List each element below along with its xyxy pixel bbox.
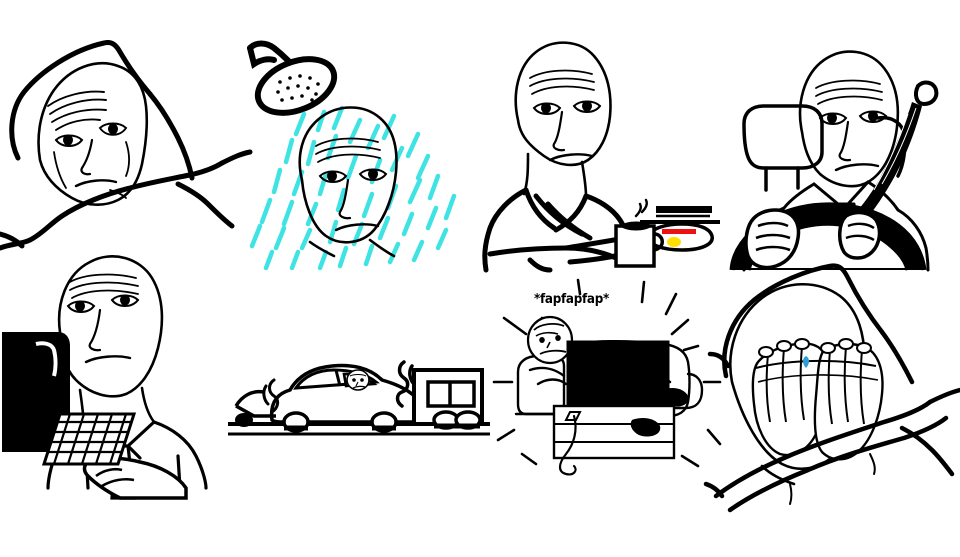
- wojak-nose: [552, 110, 566, 152]
- tear-drop: [803, 356, 809, 368]
- wojak-nose: [88, 308, 102, 352]
- keyboard-keys: [49, 413, 132, 465]
- wojak-mouth: [548, 153, 594, 162]
- exhaust-smoke: [395, 360, 416, 408]
- wojak-head-outline: [298, 106, 398, 258]
- sfx-text: *fapfapfap*: [534, 292, 609, 307]
- wojak-nose: [338, 178, 352, 220]
- steam-lines: [634, 198, 648, 218]
- bacon-strip: [662, 229, 696, 234]
- truck: [412, 368, 484, 430]
- panel-masturbating-on-couch: *fapfapfap*: [492, 278, 722, 476]
- pillow-outline: [9, 40, 195, 181]
- right-hand-on-wheel: [838, 210, 882, 260]
- person-head: [526, 315, 574, 365]
- wojak-head-outline: [514, 41, 612, 198]
- wojak-cheek-lines: [53, 141, 130, 199]
- hands-over-face: [751, 338, 884, 461]
- wojak-head-outline: [37, 61, 149, 206]
- water-droplets: [249, 105, 457, 271]
- car-ahead: [234, 389, 276, 427]
- panel-working-at-computer: [0, 248, 250, 500]
- panel-eating-breakfast: [470, 22, 720, 273]
- wojak-nose: [838, 120, 852, 162]
- pillow-outline: [707, 263, 915, 385]
- front-car-smoke: [262, 378, 280, 414]
- seatbelt: [846, 80, 939, 228]
- egg-yolk: [667, 237, 681, 247]
- panel-driving-home-traffic: [228, 330, 490, 450]
- wojak-brow-wrinkles: [69, 273, 139, 299]
- panel-crying-in-bed: [703, 258, 960, 513]
- wojak-eyes: [66, 294, 140, 313]
- seatbelt-weave: [873, 107, 917, 191]
- panel-taking-a-shower: [232, 30, 492, 272]
- laptop: [552, 340, 676, 460]
- finger-lines: [765, 345, 865, 425]
- plate-with-food: [646, 222, 714, 252]
- wojak-mouth: [334, 223, 380, 232]
- wojak-mouth: [834, 163, 880, 172]
- panel-driving-to-work: [718, 22, 960, 272]
- shower-head-holes: [276, 74, 320, 102]
- wojak-eyes: [818, 110, 888, 125]
- arms: [528, 366, 672, 386]
- wojak-eyes: [54, 122, 128, 147]
- fingernails: [758, 338, 872, 358]
- wojak-brow-wrinkles: [529, 69, 595, 95]
- feet: [630, 388, 689, 437]
- coffee-mug: [614, 221, 664, 268]
- blanket-outline: [703, 387, 960, 513]
- keyboard: [41, 412, 137, 466]
- wojak-eyes: [318, 168, 388, 183]
- left-hand-on-wheel: [744, 208, 801, 270]
- wojak-brow-wrinkles: [47, 90, 107, 131]
- blanket-fold-lines: [789, 453, 876, 505]
- wojak-head-outline: [798, 50, 900, 188]
- car: [269, 363, 425, 433]
- computer-monitor: [2, 332, 70, 452]
- shower-head: [247, 40, 338, 116]
- wojak-mouth: [84, 355, 132, 364]
- wojak-nose: [80, 138, 94, 176]
- wojak-brow-wrinkles: [815, 79, 883, 105]
- cable: [558, 414, 577, 476]
- wojak-eyes: [532, 100, 602, 115]
- wojak-mouth: [74, 179, 118, 188]
- blanket-outline: [0, 149, 253, 251]
- wojak-in-car-window: [346, 369, 370, 391]
- panel-waking-up-in-bed: [0, 18, 253, 268]
- fork-and-knife: [656, 206, 712, 218]
- wojak-brow-wrinkles: [315, 137, 381, 163]
